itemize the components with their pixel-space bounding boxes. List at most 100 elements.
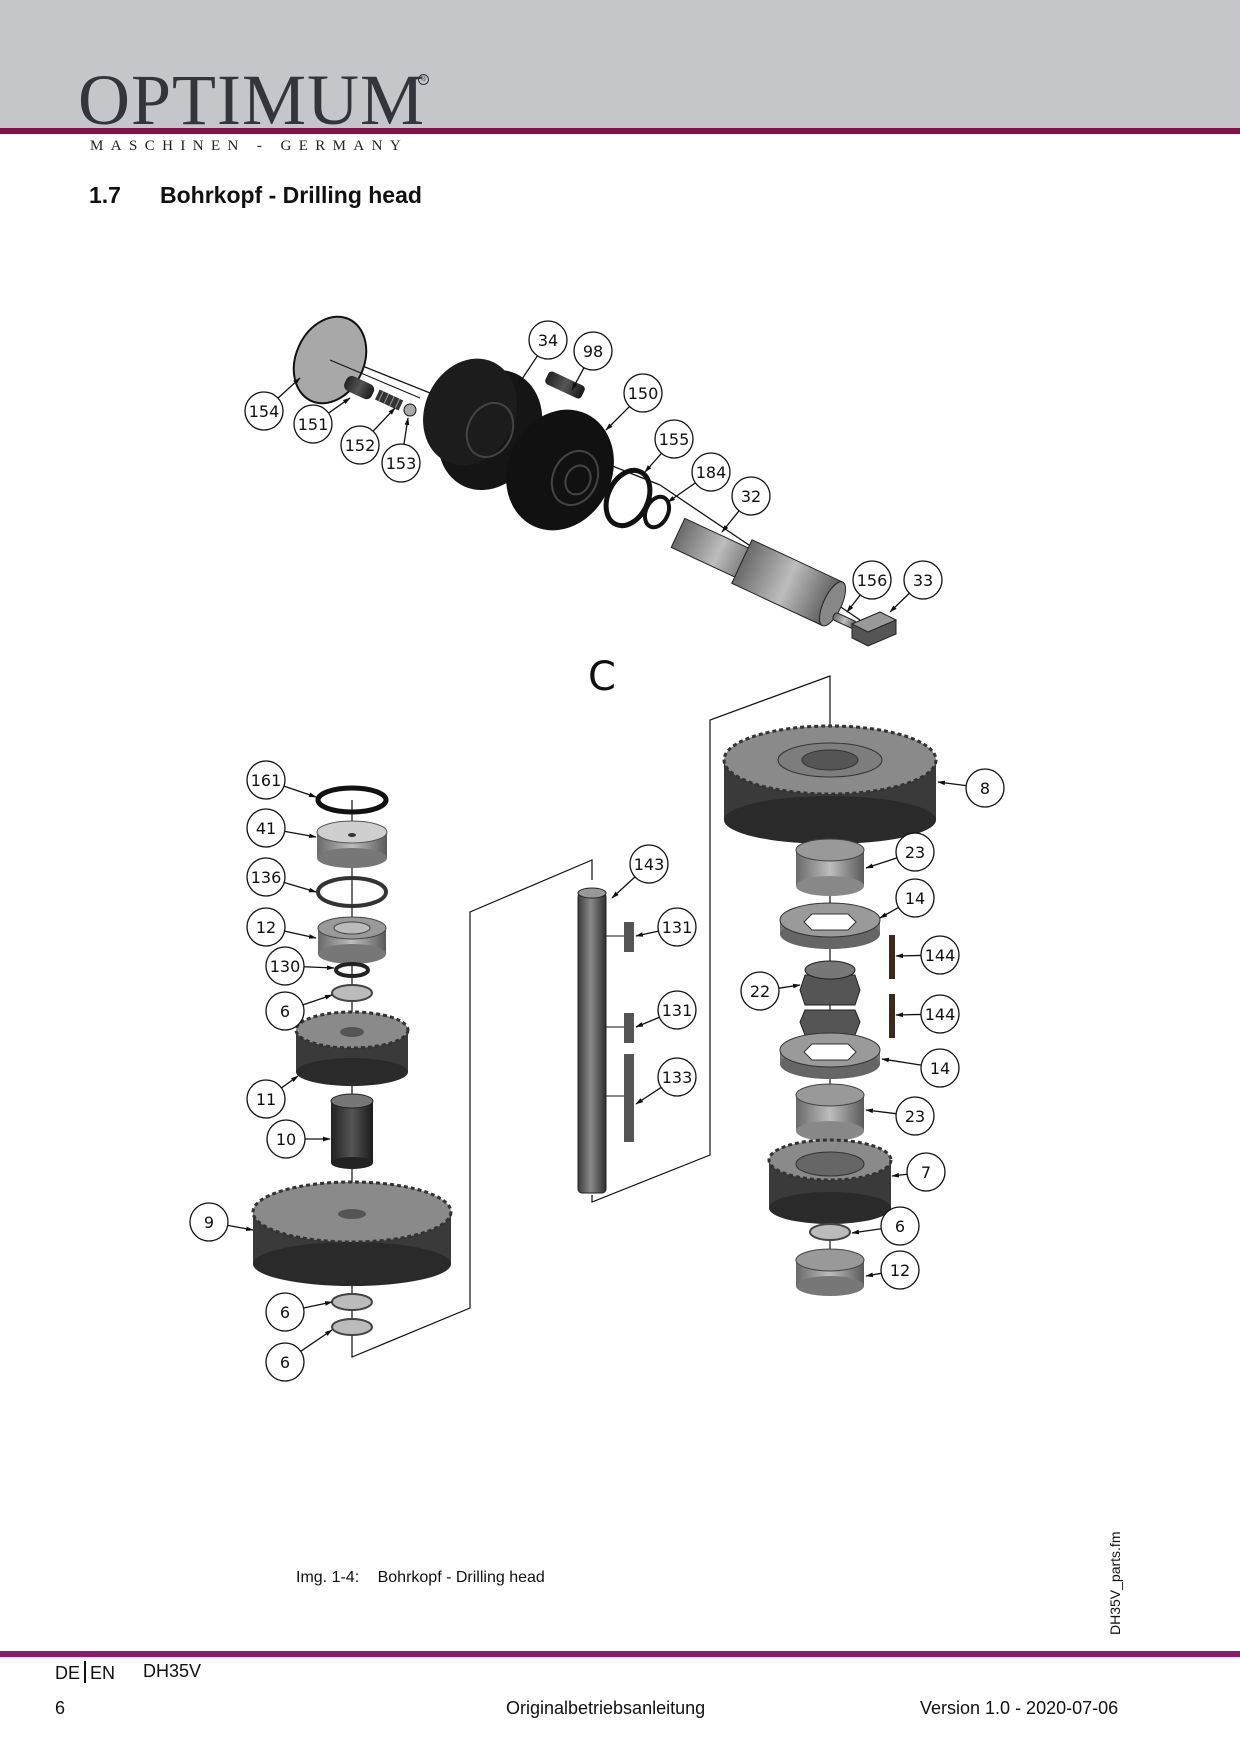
part-6-washer (331, 984, 373, 1002)
part-143-shaft (577, 892, 607, 1194)
brand-logo: OPTIMUM (78, 60, 426, 140)
callout-circle (265, 1342, 305, 1382)
callout-circle (895, 832, 935, 872)
callout-circle (629, 844, 669, 884)
part-153-ball (403, 403, 417, 417)
callout-136: 136 (246, 857, 317, 897)
callout-circle (573, 331, 613, 371)
callout-circle (920, 1048, 960, 1088)
part-12-bearing (795, 1248, 865, 1296)
callout-circle (246, 907, 286, 947)
callout-label: 133 (662, 1068, 693, 1087)
leader-line (302, 994, 333, 1006)
callout-circle (265, 991, 305, 1031)
leader-line (277, 377, 301, 399)
callout-circle (657, 907, 697, 947)
leader-line (303, 965, 335, 971)
callout-130: 130 (265, 946, 335, 986)
connector-line (591, 675, 831, 1203)
callout-label: 9 (204, 1213, 214, 1232)
part-8-large-gear (722, 724, 938, 844)
center-shaft (577, 887, 634, 1194)
detail-marker-c: C (588, 654, 616, 700)
leader-line (303, 1301, 333, 1309)
callout-label: 154 (249, 402, 280, 421)
leader-line (851, 1228, 882, 1235)
footer-model: DH35V (143, 1661, 202, 1681)
lang-de: DE (55, 1663, 81, 1683)
part-14-flange-ring (779, 1032, 881, 1079)
part-12-bearing (317, 916, 387, 964)
page-number: 6 (55, 1698, 66, 1718)
leader-line (284, 830, 317, 839)
part-144-pin (889, 994, 895, 1038)
callout-label: 22 (750, 982, 770, 1001)
part-7-gear (767, 1138, 893, 1224)
callout-circle (189, 1202, 229, 1242)
callout-161: 161 (246, 760, 317, 800)
footer-doc-type: Originalbetriebsanleitung (506, 1698, 706, 1718)
callout-circle (740, 971, 780, 1011)
callout-label: 14 (905, 889, 925, 908)
part-11-gear (294, 1010, 410, 1086)
callout-156: 156 (846, 560, 892, 613)
callout-23: 23 (865, 1096, 935, 1136)
callout-151: 151 (293, 397, 351, 444)
callout-label: 6 (280, 1353, 290, 1372)
callout-23: 23 (865, 832, 935, 872)
leader-line (644, 452, 662, 473)
part-131-key (624, 1013, 634, 1043)
callout-circle (920, 994, 960, 1034)
right-stack (722, 700, 938, 1296)
callout-circle (657, 1057, 697, 1097)
callout-label: 12 (890, 1261, 910, 1280)
leader-line (283, 785, 317, 798)
header-rule (0, 128, 1240, 134)
callout-6: 6 (851, 1206, 920, 1246)
callout-label: 151 (298, 415, 329, 434)
callout-circle (265, 1292, 305, 1332)
leader-line (895, 1012, 922, 1018)
part-161-o-ring (315, 785, 389, 815)
leader-line (611, 876, 636, 899)
part-133-key (624, 1054, 634, 1142)
figure-caption: Img. 1-4: Bohrkopf - Drilling head (296, 1569, 545, 1587)
callout-8: 8 (937, 768, 1005, 808)
callout-circle (244, 391, 284, 431)
callout-circle (657, 990, 697, 1030)
callout-label: 14 (930, 1059, 950, 1078)
callout-label: 10 (276, 1130, 296, 1149)
callout-circle (880, 1250, 920, 1290)
leader-line (937, 780, 967, 787)
part-136-circlip (316, 876, 388, 908)
callout-6: 6 (265, 991, 333, 1031)
callout-155: 155 (644, 419, 694, 473)
callout-12: 12 (246, 907, 317, 947)
part-9-large-gear (251, 1180, 453, 1286)
callout-label: 33 (913, 571, 933, 590)
callout-7: 7 (891, 1152, 946, 1192)
registered-mark: ® (418, 74, 429, 85)
callout-34: 34 (517, 320, 568, 386)
leader-line (667, 482, 696, 503)
leader-line (865, 1272, 882, 1278)
callout-14: 14 (879, 878, 935, 919)
part-23-bearing (795, 838, 865, 896)
part-6-washer (331, 1293, 373, 1311)
footer-rule (0, 1651, 1240, 1657)
callout-12: 12 (865, 1250, 920, 1290)
header-band (0, 0, 1240, 128)
lang-en: EN (90, 1663, 116, 1683)
brand-tagline: MASCHINEN - GERMANY (90, 138, 409, 154)
source-file-label: DH35V_parts.fm (1107, 1531, 1123, 1635)
leader-line (227, 1224, 254, 1232)
leader-line (517, 355, 539, 386)
callout-circle (654, 419, 694, 459)
callout-label: 12 (256, 918, 276, 937)
callout-label: 23 (905, 1107, 925, 1126)
top-assembly (292, 315, 898, 647)
callout-circle (528, 320, 568, 360)
leader-line (889, 592, 910, 613)
callout-circle (266, 1119, 306, 1159)
callout-circle (852, 560, 892, 600)
